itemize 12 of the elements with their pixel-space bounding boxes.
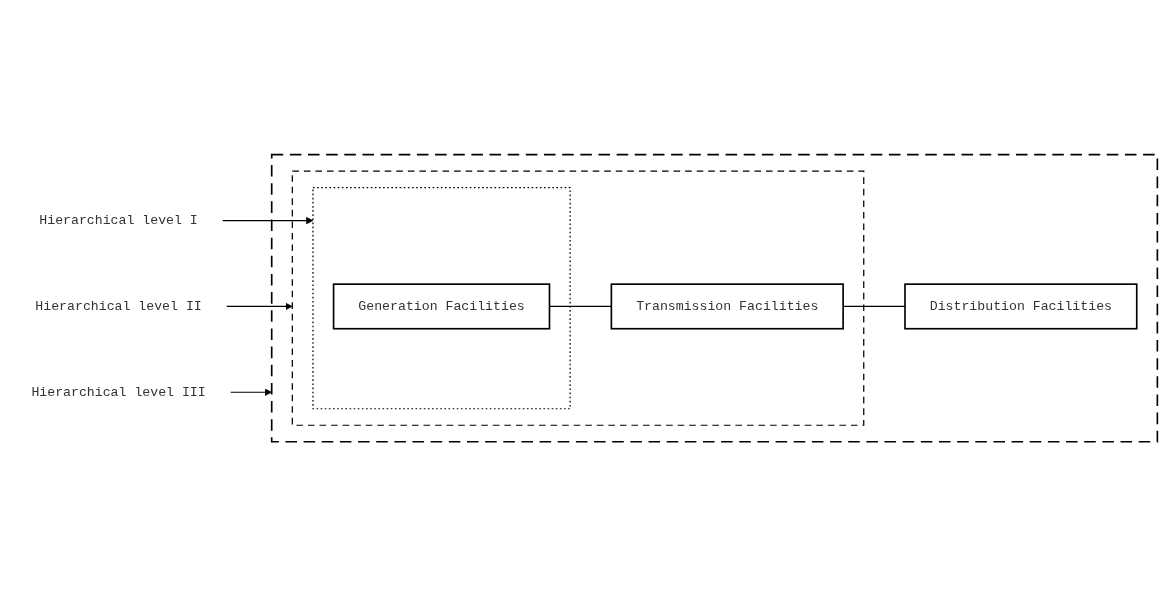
node-text: Hierarchical level III bbox=[31, 385, 206, 400]
node-text: Hierarchical level I bbox=[39, 213, 198, 229]
node-text: Hierarchical level II bbox=[35, 299, 202, 315]
arrow bbox=[229, 388, 273, 397]
node-box: Transmission Facilities bbox=[610, 283, 844, 330]
cluster bbox=[270, 154, 1159, 443]
node-box: Generation Facilities bbox=[332, 283, 551, 330]
arrow bbox=[221, 217, 314, 225]
cluster bbox=[312, 187, 571, 410]
arrow bbox=[225, 303, 293, 311]
node-box: Distribution Facilities bbox=[904, 283, 1138, 330]
cluster bbox=[291, 170, 865, 427]
